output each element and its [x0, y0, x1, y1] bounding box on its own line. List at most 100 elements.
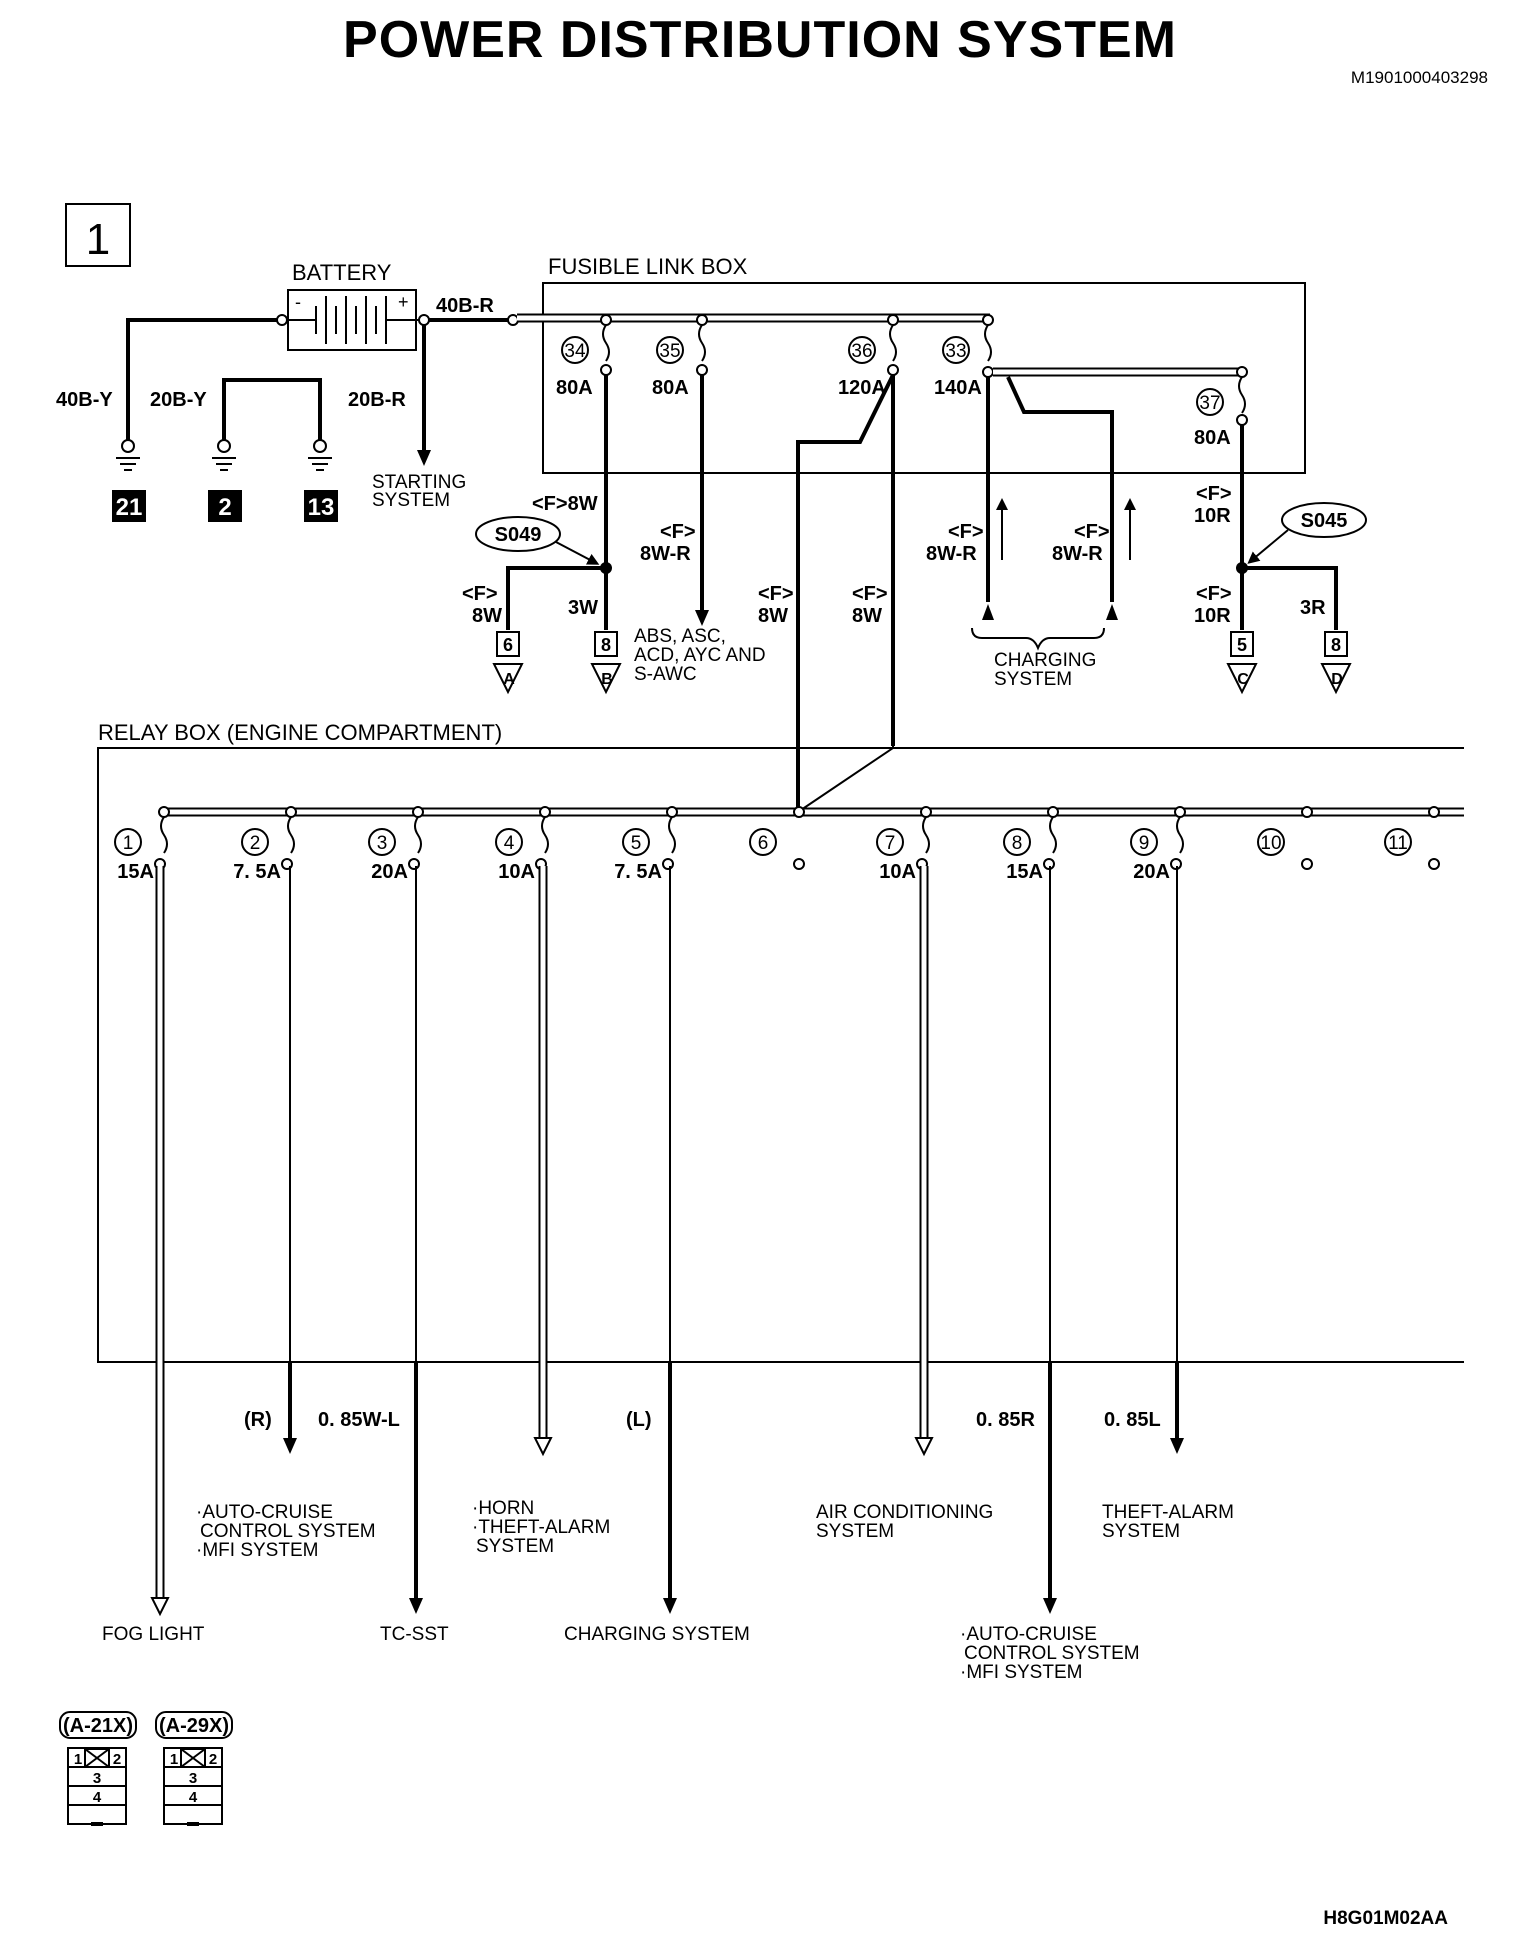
relay-fuse-rating: 20A	[371, 861, 408, 883]
battery-plus: +	[398, 292, 409, 312]
fuse-37-rating: 80A	[1194, 427, 1231, 449]
fuse-35-rating: 80A	[652, 377, 689, 399]
wire-f8wr-33a-b: 8W-R	[926, 543, 977, 565]
relay-fuse-5: 57. 5A	[614, 806, 678, 883]
connector-legend-a29x: (A-29X) 1 2 3 4	[155, 1711, 233, 1826]
relay-fuse-rating: 7. 5A	[233, 861, 281, 883]
relay-fuse-number: 6	[758, 833, 769, 854]
relay-fuse-number: 2	[250, 833, 261, 854]
battery-positive-wires: 40B-R 20B-R STARTING SYSTEM	[348, 295, 519, 511]
connector-a21x-pin1: 1	[74, 1751, 82, 1768]
connector-a29x-pin3: 3	[189, 1770, 197, 1787]
relay-fuse-top-terminal	[158, 806, 170, 818]
relay-fuse-number-circle	[241, 828, 269, 856]
fusible-link-34: 34 80A	[556, 314, 612, 399]
relay-fuse-6: 6	[749, 806, 805, 870]
wire-l: (L)	[626, 1409, 652, 1431]
connector-a21x-pin3: 3	[93, 1770, 101, 1787]
relay-fuse-empty-terminal	[1301, 858, 1313, 870]
starting-system-line2: SYSTEM	[372, 490, 450, 511]
battery: BATTERY - +	[276, 260, 430, 351]
wire-085r: 0. 85R	[976, 1409, 1035, 1431]
abs-text-line3: S-AWC	[634, 664, 697, 685]
relay-fuse-number: 3	[377, 833, 388, 854]
wire-f8w-36b-a: <F>	[852, 583, 888, 605]
document-id: M1901000403298	[1350, 68, 1488, 87]
fuse-34-rating: 80A	[556, 377, 593, 399]
relay-fuse-top-terminal	[539, 806, 551, 818]
relay-fuse-number-circle	[495, 828, 523, 856]
relay-fuse-element	[541, 816, 549, 854]
fusible-link-33: 33 140A	[934, 314, 994, 399]
relay-fuse-top-terminal	[1301, 806, 1313, 818]
wire-f8w-36a-a: <F>	[758, 583, 794, 605]
relay-fuse-number-circle	[876, 828, 904, 856]
auto-cruise-1-line2: CONTROL SYSTEM	[200, 1521, 376, 1542]
auto-cruise-1-line3: ·MFI SYSTEM	[196, 1540, 318, 1561]
relay-fuse-empty-terminal	[793, 858, 805, 870]
relay-fuse-top-terminal	[1428, 806, 1440, 818]
relay-fuse-number: 9	[1139, 833, 1150, 854]
relay-fuse-number-circle	[1384, 828, 1412, 856]
abs-text-line2: ACD, AYC AND	[634, 645, 766, 666]
relay-fuse-top-terminal	[666, 806, 678, 818]
wire-f8w-top: <F>8W	[532, 493, 598, 515]
relay-fuse-top-terminal	[920, 806, 932, 818]
wire-f8w-left-b: 8W	[472, 605, 502, 627]
fuse-37-number: 37	[1199, 393, 1220, 414]
connector-d-letter: D	[1331, 671, 1343, 688]
relay-fuse-top-terminal	[793, 806, 805, 818]
wire-f8wr-33b-a: <F>	[1074, 521, 1110, 543]
relay-fuse-element	[414, 816, 422, 854]
connector-c-pin: 5	[1237, 635, 1247, 655]
relay-fuse-number: 10	[1260, 833, 1281, 854]
relay-fuse-number-circle	[622, 828, 650, 856]
wire-f8wr-33b-b: 8W-R	[1052, 543, 1103, 565]
sheet-number-box: 1	[65, 203, 131, 267]
relay-fuse-rating: 7. 5A	[614, 861, 662, 883]
relay-fuse-rating: 15A	[1006, 861, 1043, 883]
relay-fuse-top-terminal	[1174, 806, 1186, 818]
air-conditioning-line2: SYSTEM	[816, 1521, 894, 1542]
connector-a21x-pin2: 2	[113, 1751, 121, 1768]
output-wires	[150, 866, 1184, 1617]
relay-fuse-top-terminal	[412, 806, 424, 818]
connector-c: 5 C	[1226, 631, 1258, 695]
relay-fuse-element	[160, 816, 168, 854]
connector-a21x-name: (A-21X)	[63, 1715, 133, 1737]
starting-system-line1: STARTING	[372, 472, 466, 493]
connector-a-letter: A	[503, 671, 515, 688]
relay-fuse-rating: 20A	[1133, 861, 1170, 883]
auto-cruise-2-line3: ·MFI SYSTEM	[960, 1662, 1082, 1683]
fusible-link-37: 37 80A	[1194, 376, 1248, 449]
relay-fuse-top-terminal	[1047, 806, 1059, 818]
wire-f8wr-35-a: <F>	[660, 521, 696, 543]
connector-legend-a21x: (A-21X) 1 2 3 4	[59, 1711, 137, 1826]
fuse-33-rating: 140A	[934, 377, 982, 399]
auto-cruise-1-line1: ·AUTO-CRUISE	[196, 1502, 333, 1523]
relay-fuse-number-circle	[114, 828, 142, 856]
tc-sst-label: TC-SST	[380, 1624, 449, 1645]
splice-s049: S049	[475, 516, 600, 565]
relay-fuse-2: 2 7. 5A	[233, 806, 297, 883]
ground-13: 13	[308, 494, 335, 521]
wire-40b-r: 40B-R	[436, 295, 494, 317]
relay-fuse-rating: 15A	[117, 861, 154, 883]
fuse-33-number: 33	[945, 341, 966, 362]
horn-theft-line1: ·HORN	[472, 1498, 534, 1519]
fuse-36-number: 36	[851, 341, 872, 362]
relay-fuse-number: 11	[1388, 833, 1408, 854]
fuse-35-circuit: <F> 8W-R ABS, ASC, ACD, AYC AND S-AWC	[634, 375, 766, 685]
wire-f8w-36a-b: 8W	[758, 605, 788, 627]
wire-20b-r: 20B-R	[348, 389, 406, 411]
fuse-36-circuit: <F> 8W <F> 8W	[758, 374, 895, 813]
relay-fuse-number-circle	[368, 828, 396, 856]
abs-text-line1: ABS, ASC,	[634, 626, 726, 647]
relay-fuse-number: 4	[504, 833, 515, 854]
wire-f8wr-33a-a: <F>	[948, 521, 984, 543]
